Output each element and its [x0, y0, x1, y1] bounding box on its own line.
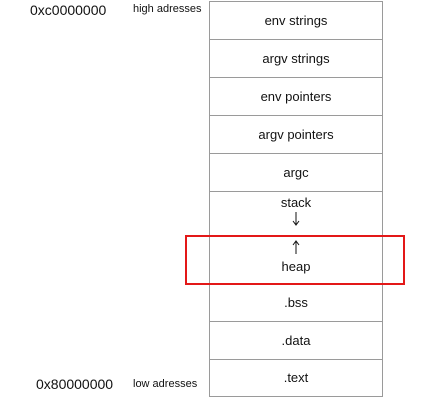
low-address-label: low adresses — [133, 378, 198, 390]
segment-argc: argc — [210, 154, 382, 192]
segment-bss: .bss — [210, 284, 382, 322]
segment-text: .text — [283, 370, 309, 385]
high-address-value: 0xc0000000 — [30, 2, 107, 18]
arrow-down-icon — [292, 212, 300, 226]
segment-env-pointers: env pointers — [210, 78, 382, 116]
arrow-up-icon — [292, 240, 300, 254]
segment-argv-strings: argv strings — [210, 40, 382, 78]
segment-argv-pointers: argv pointers — [210, 116, 382, 154]
segment-env-strings: env strings — [210, 2, 382, 40]
heap-highlight-box — [185, 235, 405, 285]
low-address-value: 0x80000000 — [36, 376, 114, 392]
high-address-label: high adresses — [133, 3, 202, 15]
memory-segments-column: env strings argv strings env pointers ar… — [209, 1, 383, 397]
segment-data: .data — [210, 322, 382, 360]
segment-stack-label: stack — [280, 195, 312, 210]
segment-heap-label: heap — [281, 259, 311, 274]
